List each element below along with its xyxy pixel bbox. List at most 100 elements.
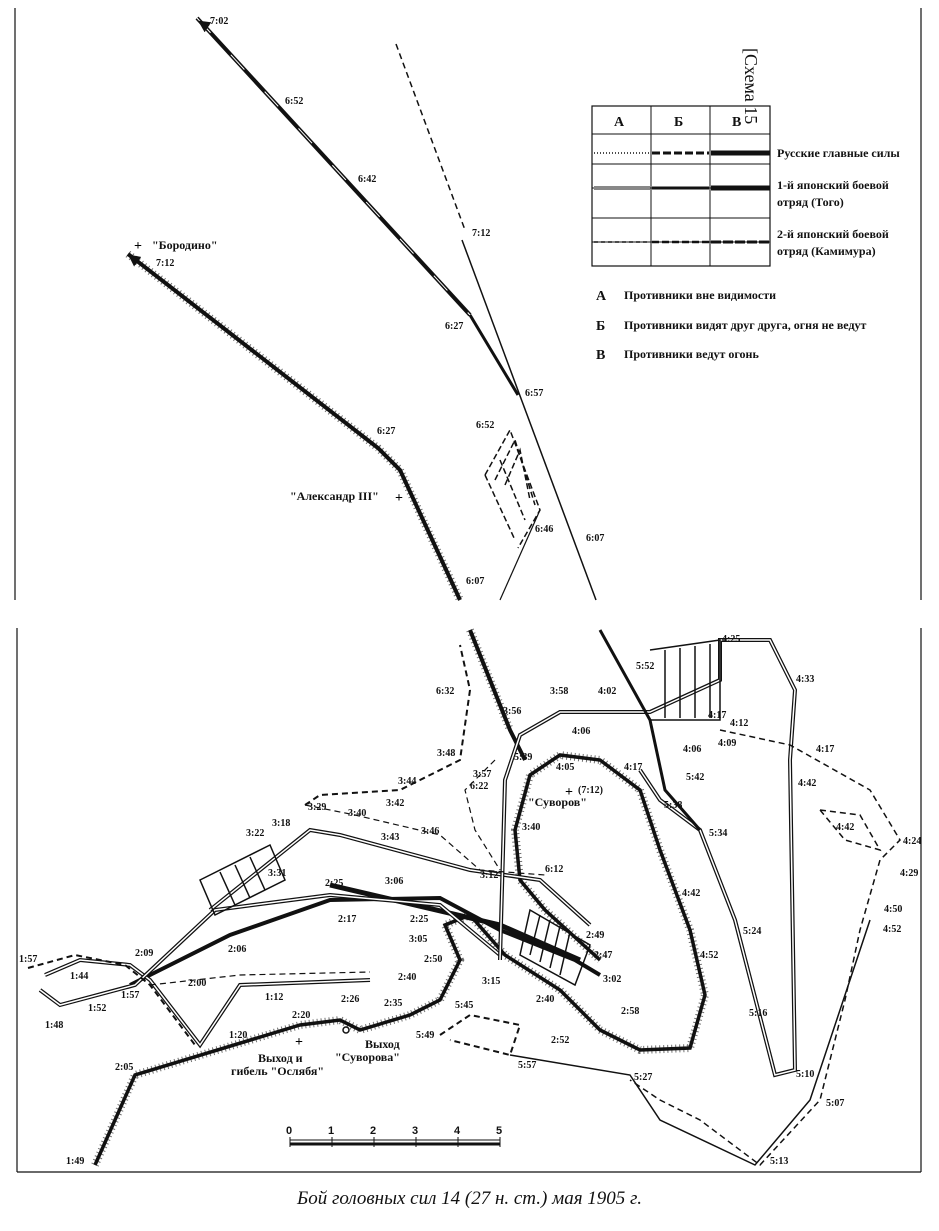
time-labels-bottom: 4:25 5:52 4:33 6:32 3:58 4:02 3:56 4:17 … [19,634,921,1167]
svg-text:2:17: 2:17 [338,914,356,925]
scale-bar: 0 1 2 3 4 5 [286,1125,502,1147]
svg-text:5:49: 5:49 [416,1030,434,1041]
legend-table: А Б В Русские главные силы 1-й японский … [591,105,900,267]
svg-text:2:20: 2:20 [292,1010,310,1021]
svg-text:3:43: 3:43 [381,832,399,843]
svg-text:2:49: 2:49 [586,930,604,941]
svg-text:3:22: 3:22 [246,828,264,839]
svg-text:6:22: 6:22 [470,781,488,792]
svg-text:7:12: 7:12 [156,258,174,269]
togo-route-top [195,16,520,396]
turn-hatch-left [199,843,286,917]
svg-text:5:42: 5:42 [686,772,704,783]
svg-text:3:58: 3:58 [550,686,568,697]
svg-text:4:33: 4:33 [796,674,814,685]
svg-text:1:49: 1:49 [66,1156,84,1167]
svg-text:3:31: 3:31 [268,868,286,879]
svg-text:5:39: 5:39 [514,752,532,763]
schema-label: [Схема 15 [741,48,761,124]
bottom-panel: + (7:12) "Суворов" + Выход и гибель "Осл… [16,628,922,1173]
svg-text:1:57: 1:57 [19,954,37,965]
svg-text:3:42: 3:42 [386,798,404,809]
svg-text:5:27: 5:27 [634,1072,652,1083]
svg-text:3:44: 3:44 [398,776,416,787]
svg-text:3:15: 3:15 [482,976,500,987]
suvorov-marker: + (7:12) "Суворов" [528,785,603,809]
svg-text:(7:12): (7:12) [578,785,603,796]
svg-text:Б: Б [674,115,683,130]
svg-text:1-й японский боевой: 1-й японский боевой [777,178,889,192]
svg-text:2:00: 2:00 [188,978,206,989]
svg-text:+: + [134,239,142,254]
svg-text:3:18: 3:18 [272,818,290,829]
svg-text:4:24: 4:24 [903,836,921,847]
svg-text:0: 0 [286,1125,292,1137]
svg-text:1: 1 [328,1125,334,1137]
svg-text:Б: Б [596,319,605,334]
svg-text:5:13: 5:13 [770,1156,788,1167]
svg-text:3:40: 3:40 [348,808,366,819]
svg-text:Противники видят друг друга, о: Противники видят друг друга, огня не вед… [624,318,867,332]
svg-text:3:06: 3:06 [385,876,403,887]
svg-text:3:46: 3:46 [421,826,439,837]
svg-text:4:17: 4:17 [624,762,642,773]
svg-text:4:17: 4:17 [708,710,726,721]
borodino-marker: + "Бородино" [134,238,217,254]
svg-text:А: А [596,289,607,304]
svg-text:4:50: 4:50 [884,904,902,915]
svg-text:2:25: 2:25 [325,878,343,889]
legend-keys: А Противники вне видимости Б Противники … [596,288,867,363]
svg-text:6:07: 6:07 [586,533,604,544]
svg-text:3:57: 3:57 [473,769,491,780]
svg-text:5:57: 5:57 [518,1060,536,1071]
svg-text:2:25: 2:25 [410,914,428,925]
svg-text:4:42: 4:42 [836,822,854,833]
svg-text:2: 2 [370,1125,376,1137]
svg-text:6:42: 6:42 [358,174,376,185]
svg-text:Противники ведут огонь: Противники ведут огонь [624,347,759,361]
svg-text:5:16: 5:16 [749,1008,767,1019]
svg-text:6:12: 6:12 [545,864,563,875]
svg-text:6:52: 6:52 [476,420,494,431]
svg-text:2:06: 2:06 [228,944,246,955]
top-panel: + "Бородино" "Александр III" + 7:02 6:52… [14,8,922,602]
svg-text:4:12: 4:12 [730,718,748,729]
svg-text:2-й японский боевой: 2-й японский боевой [777,227,889,241]
svg-text:5:24: 5:24 [743,926,761,937]
svg-text:Выход и: Выход и [258,1051,303,1065]
turn-hatch-center [519,908,591,987]
svg-text:5:10: 5:10 [796,1069,814,1080]
svg-text:5:52: 5:52 [636,661,654,672]
svg-text:А: А [614,115,625,130]
svg-text:4:42: 4:42 [682,888,700,899]
svg-text:3:40: 3:40 [522,822,540,833]
svg-text:4:09: 4:09 [718,738,736,749]
svg-text:Русские главные силы: Русские главные силы [777,146,900,160]
svg-text:3:02: 3:02 [603,974,621,985]
svg-text:"Суворова": "Суворова" [335,1050,400,1064]
svg-text:2:40: 2:40 [398,972,416,983]
time-labels-top: 7:02 6:52 6:42 7:12 7:12 6:27 6:27 6:57 … [156,16,604,587]
svg-text:5:34: 5:34 [709,828,727,839]
svg-text:2:09: 2:09 [135,948,153,959]
svg-text:В: В [732,115,741,130]
svg-text:2:26: 2:26 [341,994,359,1005]
alexander-marker: "Александр III" + [290,489,403,506]
svg-text:В: В [596,348,605,363]
svg-text:Выход: Выход [365,1037,400,1051]
svg-text:4:06: 4:06 [683,744,701,755]
svg-text:"Бородино": "Бородино" [152,238,217,252]
svg-text:+: + [295,1035,303,1050]
svg-text:отряд (Того): отряд (Того) [777,195,844,209]
svg-text:2:40: 2:40 [536,994,554,1005]
svg-text:3: 3 [412,1125,418,1137]
svg-text:4:17: 4:17 [816,744,834,755]
route-to-513 [509,919,871,1166]
svg-text:6:07: 6:07 [466,576,484,587]
svg-text:1:44: 1:44 [70,971,88,982]
svg-text:1:12: 1:12 [265,992,283,1003]
svg-text:3:05: 3:05 [409,934,427,945]
turn-hatch-right [649,639,721,721]
svg-text:6:27: 6:27 [445,321,463,332]
svg-text:2:05: 2:05 [115,1062,133,1073]
